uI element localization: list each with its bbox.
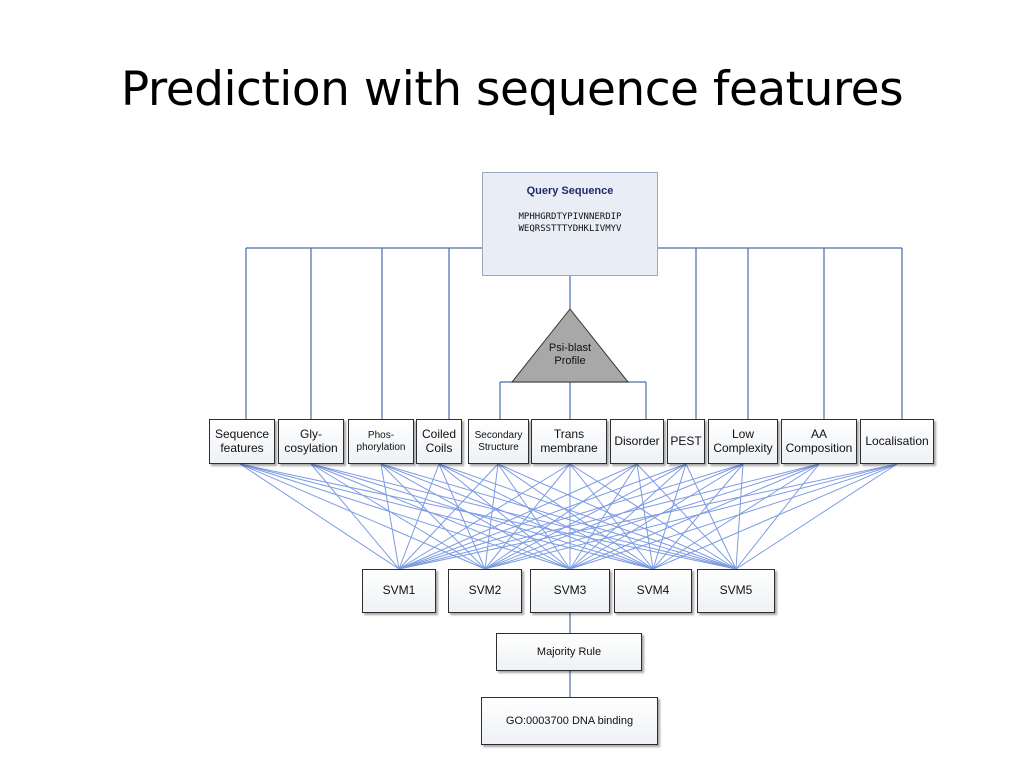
mesh-line bbox=[239, 463, 654, 570]
mesh-line bbox=[398, 463, 571, 570]
mesh-line bbox=[484, 463, 898, 570]
output-go-term-box: GO:0003700 DNA binding bbox=[481, 697, 658, 745]
mesh-line bbox=[636, 463, 654, 570]
feature-label-line: Phos- bbox=[367, 430, 395, 441]
feature-label-line: features bbox=[220, 440, 264, 455]
mesh-line bbox=[380, 463, 571, 570]
feature-localisation: Localisation bbox=[860, 419, 934, 464]
mesh-line bbox=[497, 463, 571, 570]
mesh-line bbox=[497, 463, 654, 570]
mesh-line bbox=[398, 463, 744, 570]
feature-label-line: Coils bbox=[425, 440, 453, 455]
feature-label-line: Complexity bbox=[713, 440, 773, 455]
mesh-line bbox=[569, 463, 687, 570]
feature-glycosylation: Gly-cosylation bbox=[278, 419, 344, 464]
feature-label-line: cosylation bbox=[284, 440, 338, 455]
feature-pest: PEST bbox=[667, 419, 705, 464]
mesh-line bbox=[310, 463, 400, 570]
mesh-line bbox=[735, 463, 898, 570]
mesh-line bbox=[239, 463, 737, 570]
mesh-line bbox=[398, 463, 820, 570]
feature-label-line: membrane bbox=[540, 440, 598, 455]
mesh-line bbox=[310, 463, 654, 570]
feature-label-line: Gly- bbox=[300, 426, 322, 441]
mesh-line bbox=[380, 463, 400, 570]
slide-title: Prediction with sequence features bbox=[120, 62, 904, 117]
mesh-line bbox=[652, 463, 898, 570]
mesh-line bbox=[685, 463, 737, 570]
mesh-line bbox=[484, 463, 499, 570]
svm1-box: SVM1 bbox=[362, 569, 436, 613]
feature-label-line: PEST bbox=[670, 433, 702, 448]
psi-blast-profile-label: Psi-blast Profile bbox=[530, 342, 610, 368]
mesh-line bbox=[484, 463, 820, 570]
mesh-line bbox=[497, 463, 737, 570]
svm3-box: SVM3 bbox=[530, 569, 610, 613]
profile-label-line: Psi-blast bbox=[548, 342, 592, 354]
feature-label-line: Trans bbox=[553, 426, 585, 441]
mesh-line bbox=[652, 463, 820, 570]
mesh-line bbox=[438, 463, 571, 570]
query-sequence-line: WEQRSSTTTYDHKLIVMYV bbox=[518, 224, 622, 234]
query-sequence-box: Query Sequence MPHHGRDTYPIVNNERDIP WEQRS… bbox=[482, 172, 658, 276]
query-sequence-text: MPHHGRDTYPIVNNERDIP WEQRSSTTTYDHKLIVMYV bbox=[483, 211, 657, 235]
feature-label-line: Disorder bbox=[614, 433, 660, 448]
psi-blast-profile-triangle bbox=[510, 308, 630, 383]
feature-disorder: Disorder bbox=[610, 419, 664, 464]
mesh-line bbox=[398, 463, 638, 570]
feature-label-line: Secondary bbox=[474, 430, 523, 441]
mesh-line bbox=[310, 463, 571, 570]
mesh-line bbox=[569, 463, 638, 570]
feature-label-line: Sequence bbox=[214, 426, 270, 441]
feature-label-line: Composition bbox=[785, 440, 853, 455]
mesh-line bbox=[310, 463, 737, 570]
mesh-line bbox=[652, 463, 744, 570]
mesh-line bbox=[438, 463, 486, 570]
mesh-line bbox=[569, 463, 820, 570]
mesh-line bbox=[484, 463, 571, 570]
query-sequence-title: Query Sequence bbox=[526, 185, 614, 197]
feature-label-line: Structure bbox=[478, 441, 519, 453]
mesh-line bbox=[438, 463, 654, 570]
feature-label-line: Low bbox=[731, 426, 754, 441]
feature-svm-mesh bbox=[239, 463, 898, 570]
feature-label-line: phorylation bbox=[356, 441, 406, 453]
mesh-line bbox=[398, 463, 687, 570]
profile-label-line: Profile bbox=[554, 355, 586, 367]
feature-label-line: AA bbox=[810, 426, 827, 441]
mesh-line bbox=[569, 463, 898, 570]
mesh-line bbox=[735, 463, 744, 570]
mesh-line bbox=[380, 463, 737, 570]
feature-label-line: Localisation bbox=[865, 433, 929, 448]
mesh-line bbox=[398, 463, 898, 570]
svm5-box: SVM5 bbox=[697, 569, 775, 613]
query-sequence-line: MPHHGRDTYPIVNNERDIP bbox=[518, 212, 622, 222]
mesh-line bbox=[239, 463, 400, 570]
svm4-box: SVM4 bbox=[614, 569, 692, 613]
mesh-line bbox=[484, 463, 744, 570]
mesh-line bbox=[484, 463, 687, 570]
feature-phosphorylation: Phos-phorylation bbox=[348, 419, 414, 464]
mesh-line bbox=[398, 463, 499, 570]
mesh-line bbox=[398, 463, 440, 570]
svm2-box: SVM2 bbox=[448, 569, 522, 613]
majority-rule-box: Majority Rule bbox=[496, 633, 642, 671]
mesh-line bbox=[239, 463, 486, 570]
mesh-line bbox=[484, 463, 638, 570]
feature-label-line: Coiled bbox=[421, 426, 457, 441]
mesh-line bbox=[735, 463, 820, 570]
mesh-line bbox=[438, 463, 737, 570]
mesh-line bbox=[652, 463, 687, 570]
mesh-line bbox=[569, 463, 744, 570]
mesh-line bbox=[569, 463, 654, 570]
mesh-line bbox=[239, 463, 571, 570]
